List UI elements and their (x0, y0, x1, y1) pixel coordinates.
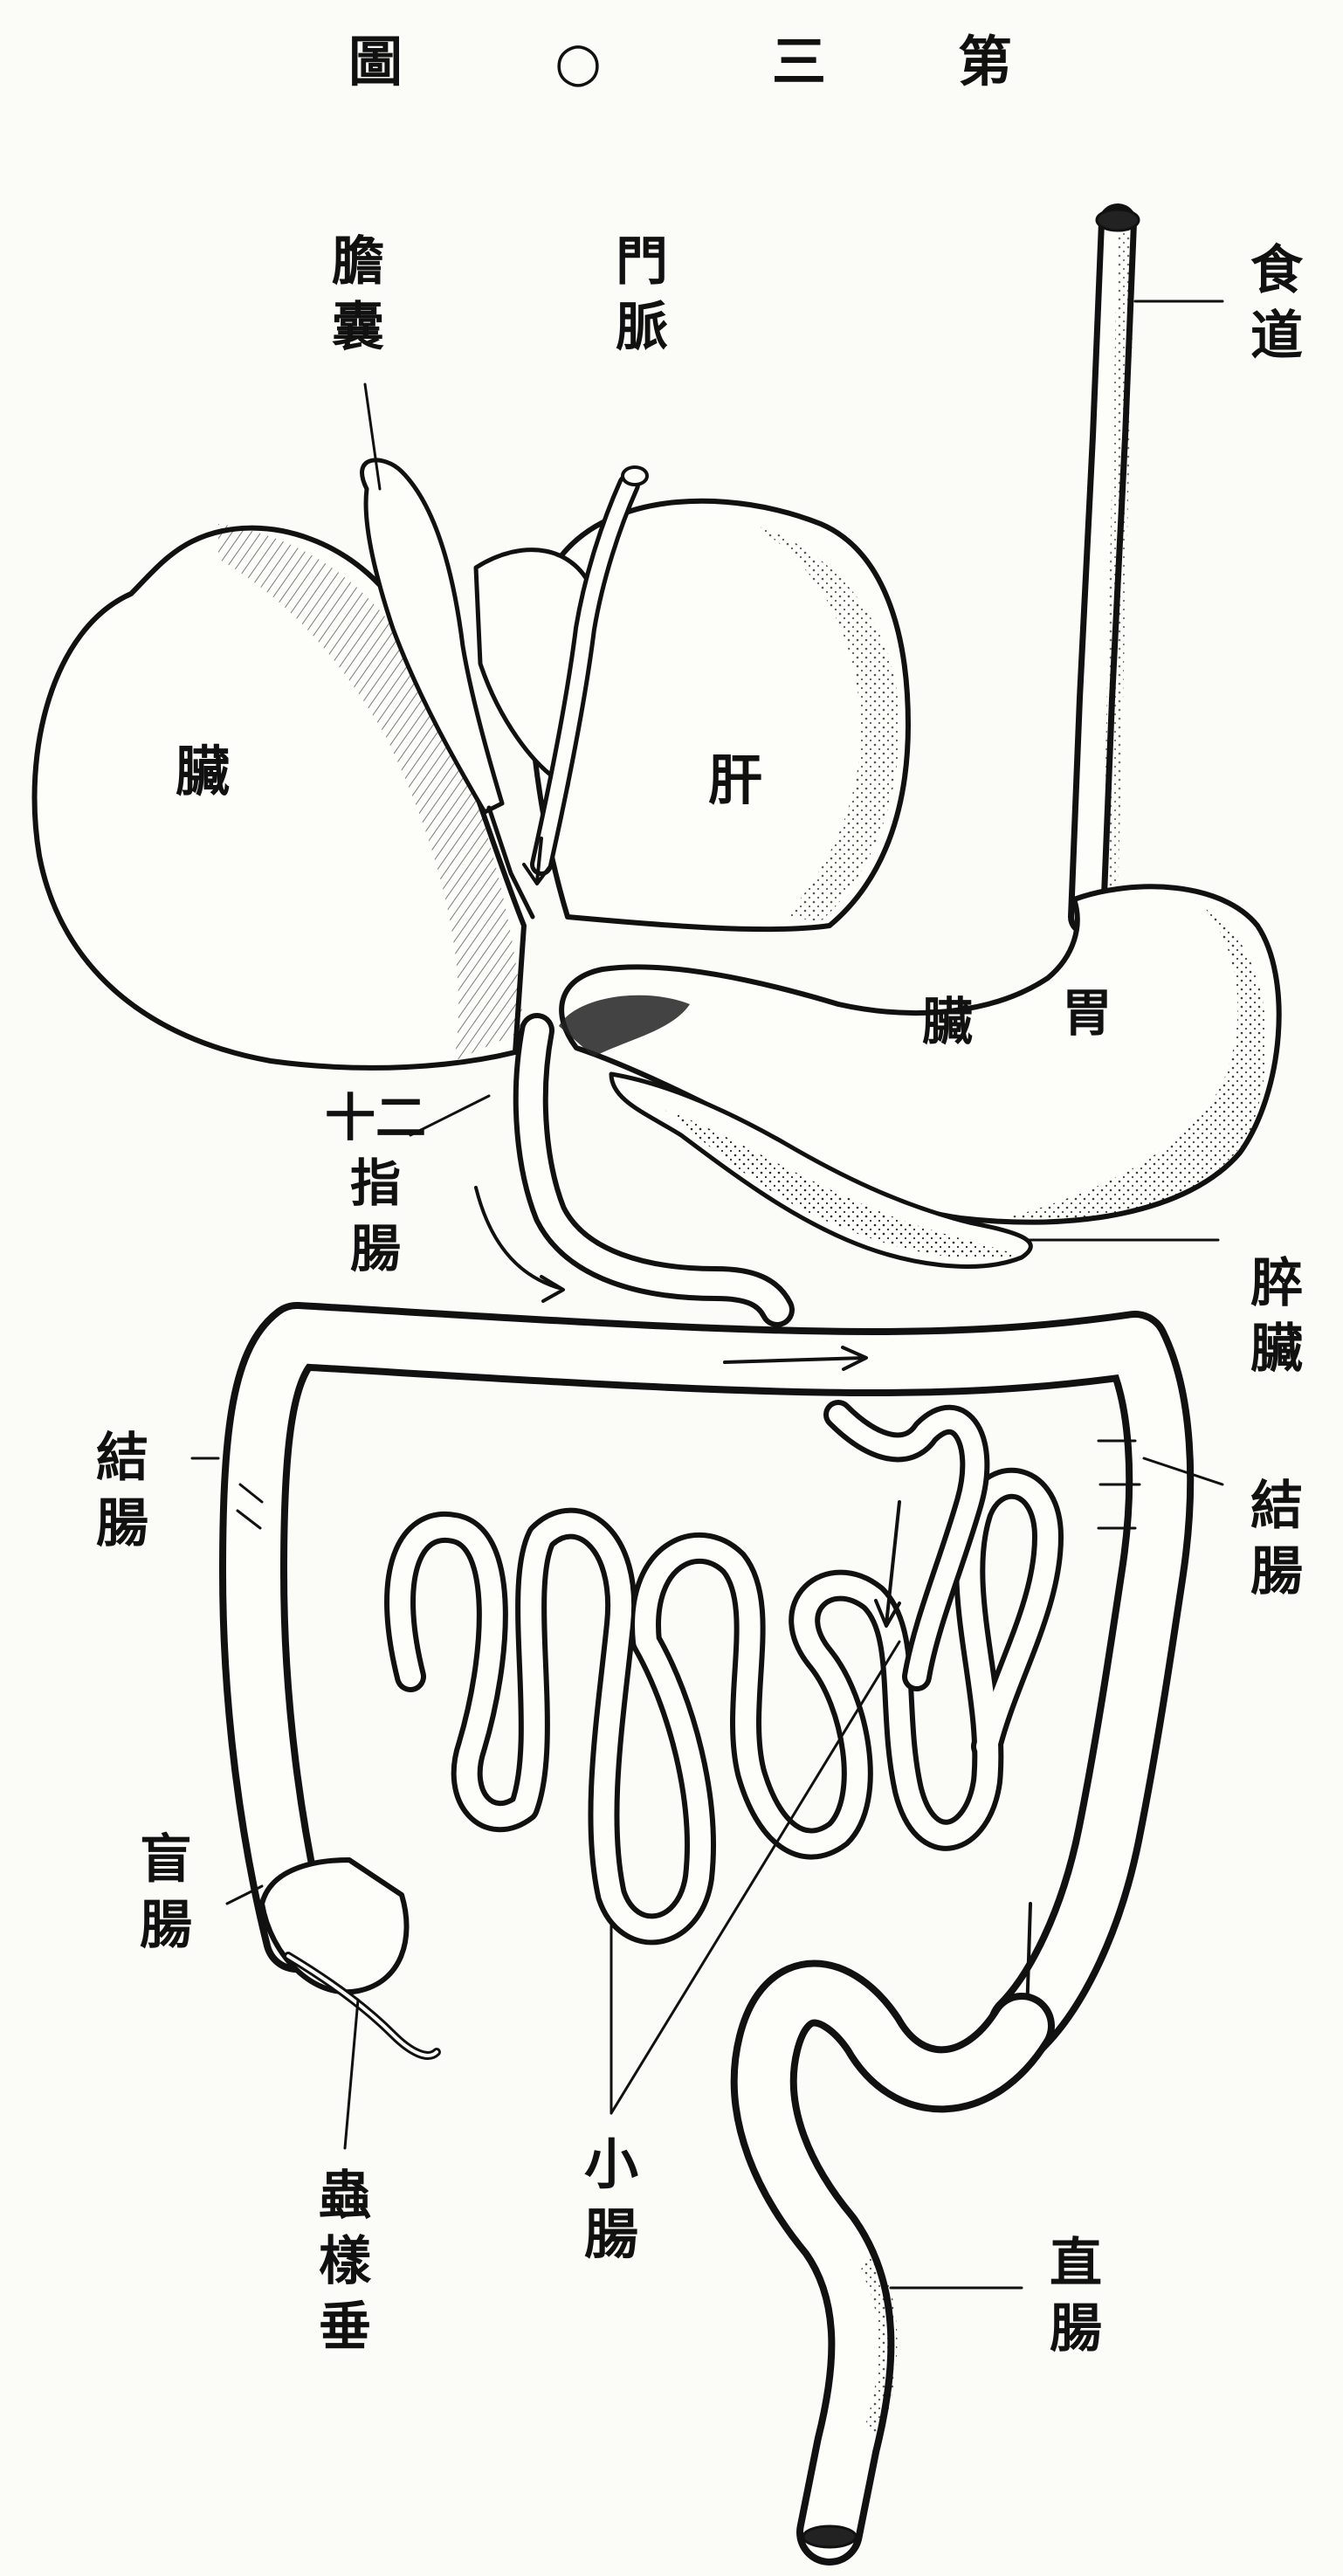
label-liver-left: 臟 (176, 740, 230, 803)
label-duodenum-3: 腸 (350, 1219, 401, 1278)
label-cecum-2: 腸 (140, 1895, 192, 1956)
title-char-1: 圖 (348, 30, 403, 93)
label-liver-right: 肝 (708, 748, 762, 812)
label-rectum-1: 直 (1050, 2233, 1102, 2294)
label-gallbladder-2: 囊 (332, 297, 384, 358)
label-pancreas-1: 脺 (1250, 1253, 1303, 1314)
label-stomach-2: 胃 (1062, 983, 1112, 1043)
stomach (559, 886, 1279, 1222)
label-colon-left-1: 結 (96, 1428, 148, 1489)
title-char-2: ○ (554, 30, 602, 93)
label-rectum-2: 腸 (1050, 2298, 1102, 2359)
figure-title: 圖 ○ 三 第 (348, 30, 1012, 93)
label-gallbladder-1: 膽 (332, 231, 384, 293)
small-intestine (400, 1415, 1048, 1929)
label-esophagus-2: 道 (1250, 306, 1303, 367)
cecum-pouch (262, 1860, 407, 1992)
rectum (764, 1994, 1022, 2548)
esophagus (1087, 210, 1139, 917)
title-char-4: 第 (958, 30, 1012, 93)
label-esophagus-1: 食 (1250, 240, 1304, 301)
cecum (262, 1860, 437, 2056)
title-char-3: 三 (772, 30, 826, 93)
small-intestine-arrow (876, 1502, 899, 1626)
label-appendix-2: 樣 (319, 2231, 372, 2292)
label-stomach-1: 臟 (922, 992, 973, 1051)
rectum-opening (803, 2526, 856, 2547)
label-cecum-1: 盲 (140, 1829, 192, 1891)
label-colon-right-2: 腸 (1250, 1541, 1303, 1602)
label-colon-left-2: 腸 (96, 1493, 148, 1554)
label-appendix-1: 蟲 (319, 2166, 371, 2227)
label-colon-right-1: 結 (1250, 1476, 1303, 1537)
label-portal-vein-2: 脈 (616, 297, 668, 358)
label-duodenum-2: 指 (350, 1154, 401, 1213)
portal-vein-opening (623, 467, 647, 485)
label-appendix-3: 垂 (319, 2297, 371, 2358)
label-small-intestine-2: 腸 (584, 2202, 638, 2266)
label-small-intestine-1: 小 (584, 2132, 638, 2196)
label-portal-vein-1: 門 (616, 231, 668, 293)
label-pancreas-2: 臟 (1250, 1319, 1303, 1380)
label-duodenum-1: 十二 (325, 1088, 426, 1147)
esophagus-opening (1097, 210, 1139, 231)
